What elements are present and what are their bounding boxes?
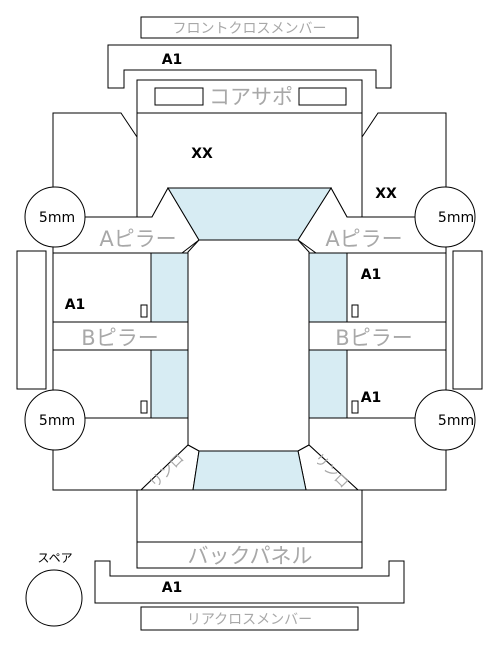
right-front-handle — [351, 304, 359, 318]
left-rear-window[interactable] — [150, 349, 189, 419]
front-cross-member-label: フロントクロスメンバー — [173, 21, 327, 37]
a-pillar-left-label: Aピラー — [99, 227, 176, 251]
tire-front-right[interactable] — [414, 186, 476, 248]
tire-front-right-depth: 5mm — [438, 210, 474, 226]
core-support-label: コアサポ — [209, 85, 293, 109]
b-pillar-left[interactable] — [52, 321, 189, 351]
rear-frame-part[interactable] — [94, 560, 405, 604]
tire-front-left-depth: 5mm — [39, 210, 75, 226]
left-front-window[interactable] — [150, 252, 189, 323]
spare-tire[interactable] — [25, 569, 83, 627]
b-pillar-right-label: Bピラー — [335, 326, 412, 350]
a-pillar-right-label: Aピラー — [325, 227, 402, 251]
hood-grade: XX — [191, 146, 213, 162]
right-rear-door-grade: A1 — [361, 390, 382, 406]
b-pillar-right[interactable] — [308, 321, 447, 351]
tire-rear-left-depth: 5mm — [39, 413, 75, 429]
left-front-handle — [140, 304, 148, 318]
cabin-roof[interactable] — [187, 239, 310, 452]
front-frame-grade: A1 — [162, 52, 183, 68]
tire-rear-left[interactable] — [24, 389, 86, 451]
right-side-sill[interactable] — [452, 250, 483, 390]
front-cross-member-box[interactable] — [140, 16, 359, 39]
tire-rear-right[interactable] — [414, 389, 476, 451]
rear-frame-grade: A1 — [162, 580, 183, 596]
spare-tire-label: スペア — [37, 551, 72, 565]
left-front-door-grade: A1 — [65, 297, 86, 313]
right-front-window[interactable] — [308, 252, 348, 323]
tire-rear-right-depth: 5mm — [438, 413, 474, 429]
right-fender-grade: XX — [375, 186, 397, 202]
left-rear-handle — [140, 400, 148, 414]
tire-front-left[interactable] — [24, 186, 86, 248]
rear-window[interactable] — [192, 450, 307, 491]
b-pillar-left-label: Bピラー — [81, 326, 158, 350]
right-rear-window[interactable] — [308, 349, 348, 419]
back-panel-label: バックパネル — [188, 544, 313, 568]
front-frame-part[interactable] — [107, 44, 392, 89]
right-headlight — [298, 87, 347, 106]
left-side-sill[interactable] — [16, 250, 47, 390]
right-front-door-grade: A1 — [361, 267, 382, 283]
left-headlight — [154, 87, 204, 106]
rear-cross-member-box[interactable] — [140, 606, 359, 631]
back-panel-box[interactable] — [136, 541, 363, 569]
right-rear-handle — [351, 400, 359, 414]
trunk-lid[interactable] — [136, 489, 363, 543]
rear-cross-member-label: リアクロスメンバー — [187, 612, 312, 628]
